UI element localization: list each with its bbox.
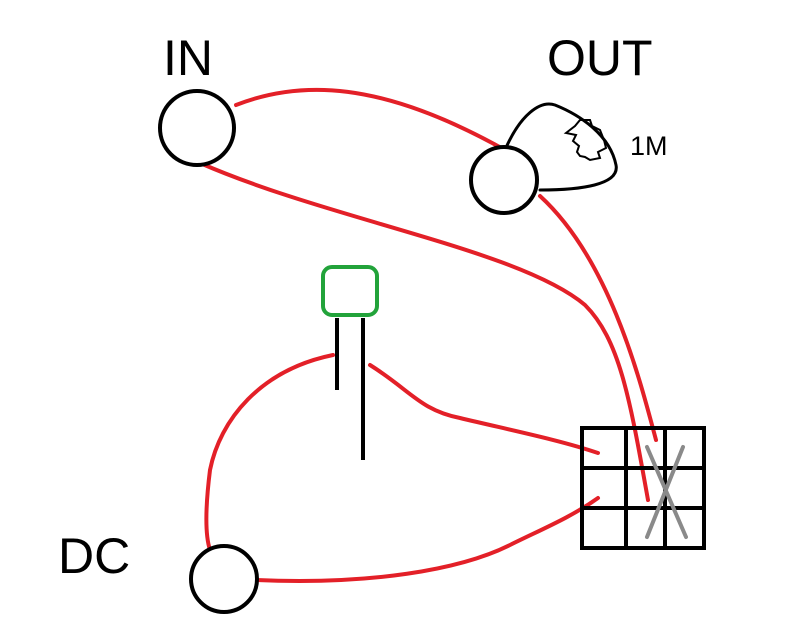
wire-out-to-grid: [538, 194, 658, 442]
wire-in-to-grid: [198, 161, 650, 502]
wire-in-to-out: [234, 87, 507, 152]
resistor-zigzag: [563, 119, 608, 162]
terminal-dc: [189, 544, 259, 614]
matrix-grid: [580, 426, 706, 550]
label-out: OUT: [547, 30, 653, 86]
crossed-out-mark: [645, 445, 688, 539]
x-stroke-2: [645, 445, 685, 539]
label-in: IN: [163, 30, 213, 86]
resistor: [503, 102, 618, 192]
wire-dc-to-grid: [254, 496, 600, 583]
terminal-in: [158, 89, 236, 167]
wire-component-to-grid: [368, 363, 600, 455]
component-body: [321, 265, 379, 317]
label-dc: DC: [58, 528, 131, 584]
label-resistor-value: 1M: [630, 131, 668, 161]
terminal-out: [469, 145, 539, 215]
green-component: [321, 265, 379, 460]
resistor-loop: [503, 102, 618, 192]
wires: [198, 87, 658, 583]
grid-outline: [580, 426, 706, 550]
wire-component-to-dc: [204, 353, 335, 552]
